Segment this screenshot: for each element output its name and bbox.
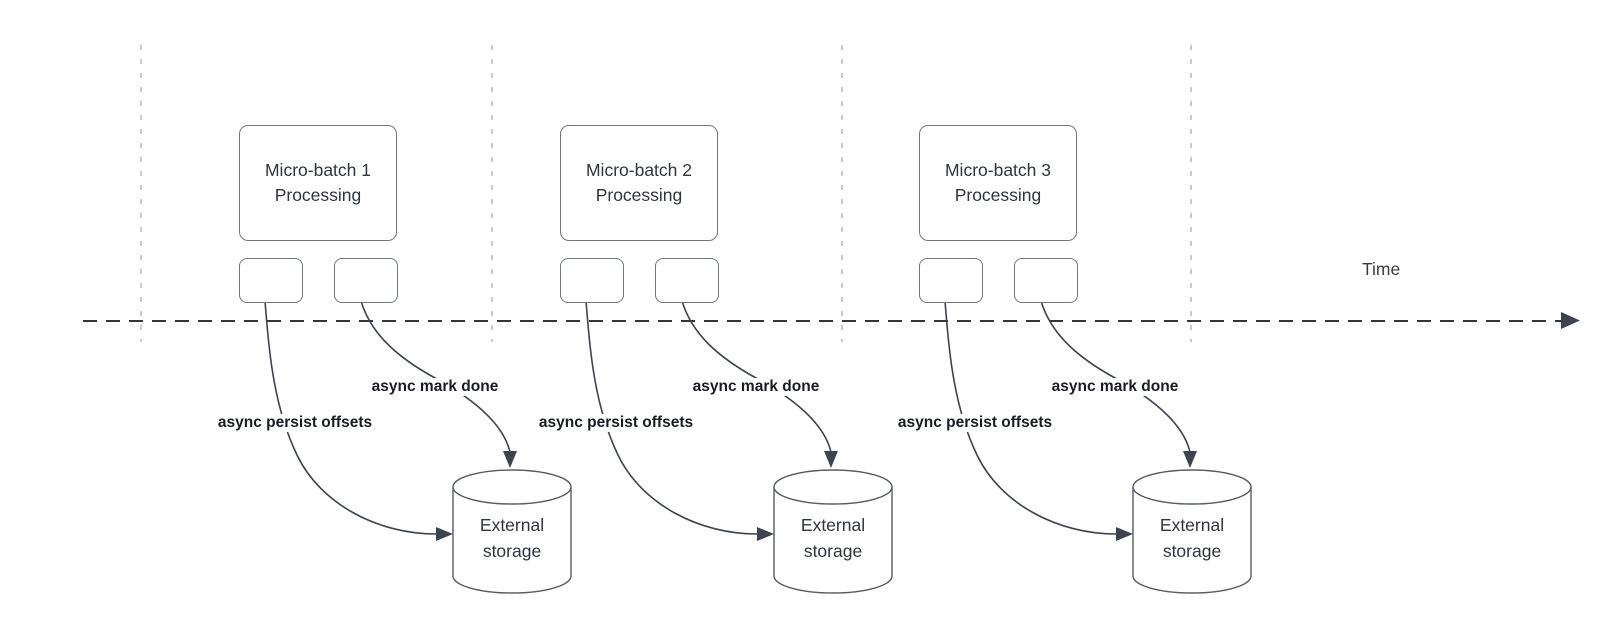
external-storage-label-1-line2: storage [482, 541, 542, 561]
done-task-box-3 [1014, 258, 1078, 303]
mark-done-label-2: async mark done [689, 378, 823, 396]
micro-batch-1-title-line1: Micro-batch 1 [264, 160, 371, 180]
offset-task-box-3 [919, 258, 983, 303]
time-axis-arrowhead [1561, 312, 1580, 329]
persist-offsets-arrowhead-1 [436, 527, 453, 541]
external-storage-label-3-line1: External [1159, 515, 1225, 535]
storage-cylinder-top-2 [773, 469, 893, 505]
time-axis-label: Time [1362, 259, 1401, 279]
batch-group-1-graphics [264, 300, 572, 594]
mark-done-arrowhead-3 [1183, 451, 1197, 468]
storage-cylinder-body-2 [773, 487, 893, 594]
persist-offsets-arrow-2 [585, 300, 758, 535]
persist-offsets-arrowhead-3 [1116, 527, 1133, 541]
micro-batch-3-title-line1: Micro-batch 3 [944, 160, 1051, 180]
micro-batch-1-title-line2: Processing [274, 185, 362, 205]
persist-offsets-label-1: async persist offsets [214, 414, 376, 432]
offset-task-box-2 [560, 258, 624, 303]
batch-group-1: Micro-batch 1 Processing async persist o… [214, 0, 579, 642]
external-storage-label-3-line2: storage [1162, 541, 1222, 561]
batch-group-3-graphics [944, 300, 1252, 594]
mark-done-arrowhead-2 [824, 451, 838, 468]
offset-task-box-1 [239, 258, 303, 303]
mark-done-label-1: async mark done [368, 378, 502, 396]
micro-batch-3-processing-box: Micro-batch 3 Processing [919, 125, 1077, 241]
batch-group-2: Micro-batch 2 Processing async persist o… [535, 0, 900, 642]
persist-offsets-label-3: async persist offsets [894, 414, 1056, 432]
micro-batch-2-processing-box: Micro-batch 2 Processing [560, 125, 718, 241]
done-task-box-1 [334, 258, 398, 303]
persist-offsets-arrow-1 [264, 300, 437, 535]
storage-cylinder-top-1 [452, 469, 572, 505]
micro-batch-3-title-line2: Processing [954, 185, 1042, 205]
external-storage-label-2: External storage [774, 494, 892, 582]
external-storage-label-3: External storage [1133, 494, 1251, 582]
storage-cylinder-top-3 [1132, 469, 1252, 505]
micro-batch-1-processing-box: Micro-batch 1 Processing [239, 125, 397, 241]
external-storage-label-2-line2: storage [803, 541, 863, 561]
storage-cylinder-body-1 [452, 487, 572, 594]
mark-done-arrowhead-1 [503, 451, 517, 468]
micro-batch-2-title-line1: Micro-batch 2 [585, 160, 692, 180]
done-task-box-2 [655, 258, 719, 303]
external-storage-label-2-line1: External [800, 515, 866, 535]
micro-batch-2-title-line2: Processing [595, 185, 683, 205]
mark-done-label-3: async mark done [1048, 378, 1182, 396]
persist-offsets-arrow-3 [944, 300, 1117, 535]
persist-offsets-arrowhead-2 [757, 527, 774, 541]
external-storage-label-1-line1: External [479, 515, 545, 535]
storage-cylinder-body-3 [1132, 487, 1252, 594]
external-storage-label-1: External storage [453, 494, 571, 582]
persist-offsets-label-2: async persist offsets [535, 414, 697, 432]
batch-group-3: Micro-batch 3 Processing async persist o… [894, 0, 1259, 642]
